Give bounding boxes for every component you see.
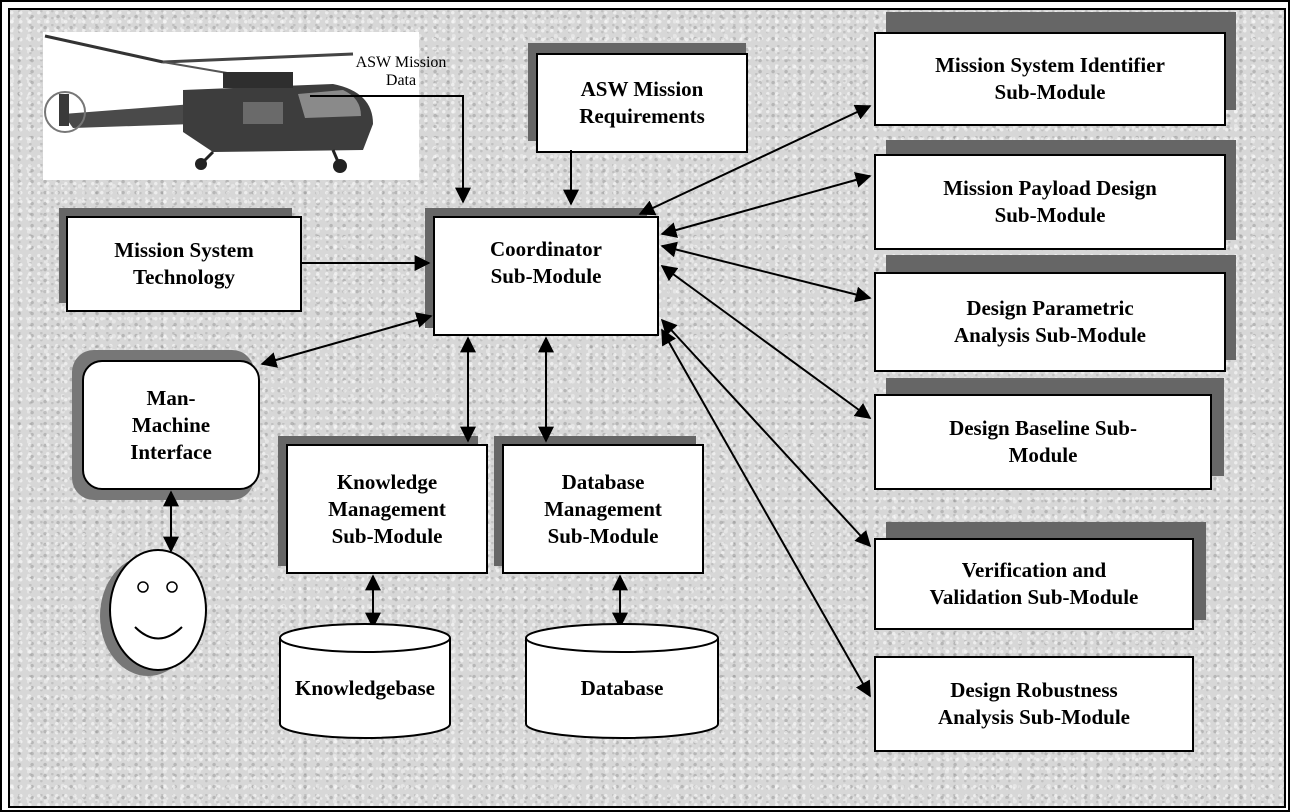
knowledgebase-label: Knowledgebase [294,676,435,700]
design-baseline-box: Design Baseline Sub- Module [874,394,1212,490]
mission-system-technology-box: Mission System Technology [66,216,302,312]
asw-mission-data-label: ASW Mission Data [355,54,447,89]
design-parametric-box: Design Parametric Analysis Sub-Module [874,272,1226,372]
knowledge-management-box: Knowledge Management Sub-Module [286,444,488,574]
database-label: Database [580,676,664,700]
man-machine-interface-box: Man- Machine Interface [82,360,260,490]
connector-lines [100,95,872,739]
mission-system-identifier-box: Mission System Identifier Sub-Module [874,32,1226,126]
coordinator-box: Coordinator Sub-Module [433,216,659,336]
diagram-canvas: ASW Mission Data ASW Mission Requirement… [8,8,1286,808]
smiley-face-icon [100,549,207,676]
mission-payload-design-box: Mission Payload Design Sub-Module [874,154,1226,250]
knowledgebase-cylinder [279,623,451,739]
design-robustness-box: Design Robustness Analysis Sub-Module [874,656,1194,752]
database-cylinder [525,623,719,739]
verification-validation-box: Verification and Validation Sub-Module [874,538,1194,630]
